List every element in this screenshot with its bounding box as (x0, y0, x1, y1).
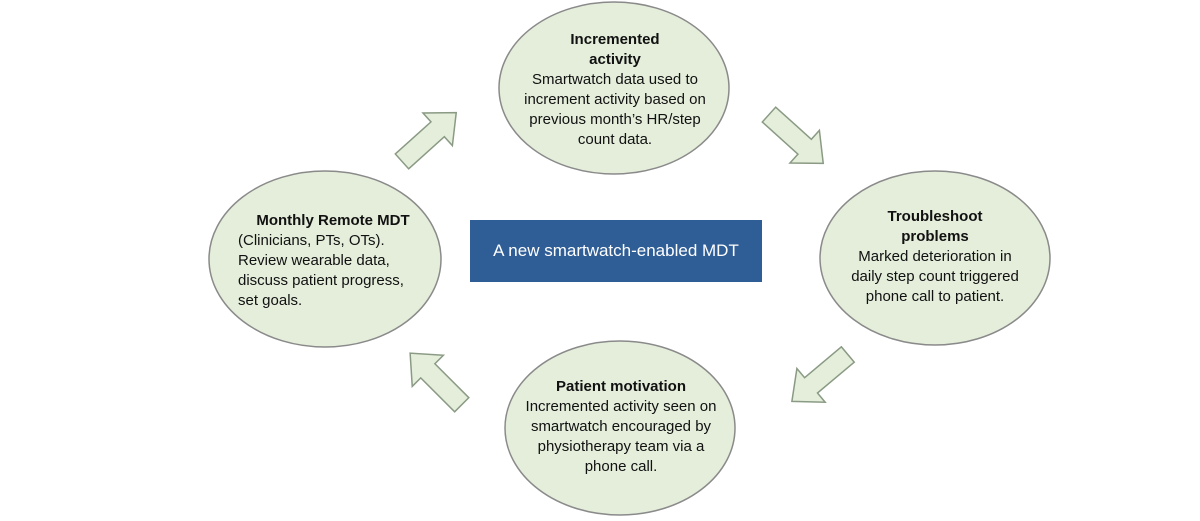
node-body: Incremented activity seen on smartwatch … (525, 398, 717, 475)
ellipse-left (208, 170, 442, 348)
arrow-top-to-right (761, 106, 825, 165)
node-monthly-remote-mdt: Monthly Remote MDT (Clinicians, PTs, OTs… (238, 206, 428, 316)
node-title: Incremented activity (570, 31, 660, 68)
ellipse-top (498, 1, 730, 175)
arrow-left-to-top (394, 111, 458, 170)
center-label-box: A new smartwatch-enabled MDT (470, 220, 762, 282)
ellipse-right (819, 170, 1051, 346)
arrow-right-to-bottom (791, 345, 856, 403)
node-troubleshoot-problems: Troubleshoot problems Marked deteriorati… (843, 190, 1027, 324)
node-body: (Clinicians, PTs, OTs). Review wearable … (238, 232, 404, 309)
node-body: Smartwatch data used to increment activi… (524, 71, 706, 148)
node-title: Monthly Remote MDT (256, 212, 410, 229)
node-title: Troubleshoot problems (887, 208, 983, 245)
arrow-bottom-to-left (409, 352, 470, 413)
node-patient-motivation: Patient motivation Incremented activity … (516, 371, 726, 483)
node-incremented-activity: Incremented activity Smartwatch data use… (520, 22, 710, 158)
node-title: Patient motivation (555, 378, 686, 395)
ellipse-bottom (504, 340, 736, 516)
node-body: Marked deterioration in daily step count… (851, 248, 1019, 305)
center-label: A new smartwatch-enabled MDT (493, 241, 739, 260)
